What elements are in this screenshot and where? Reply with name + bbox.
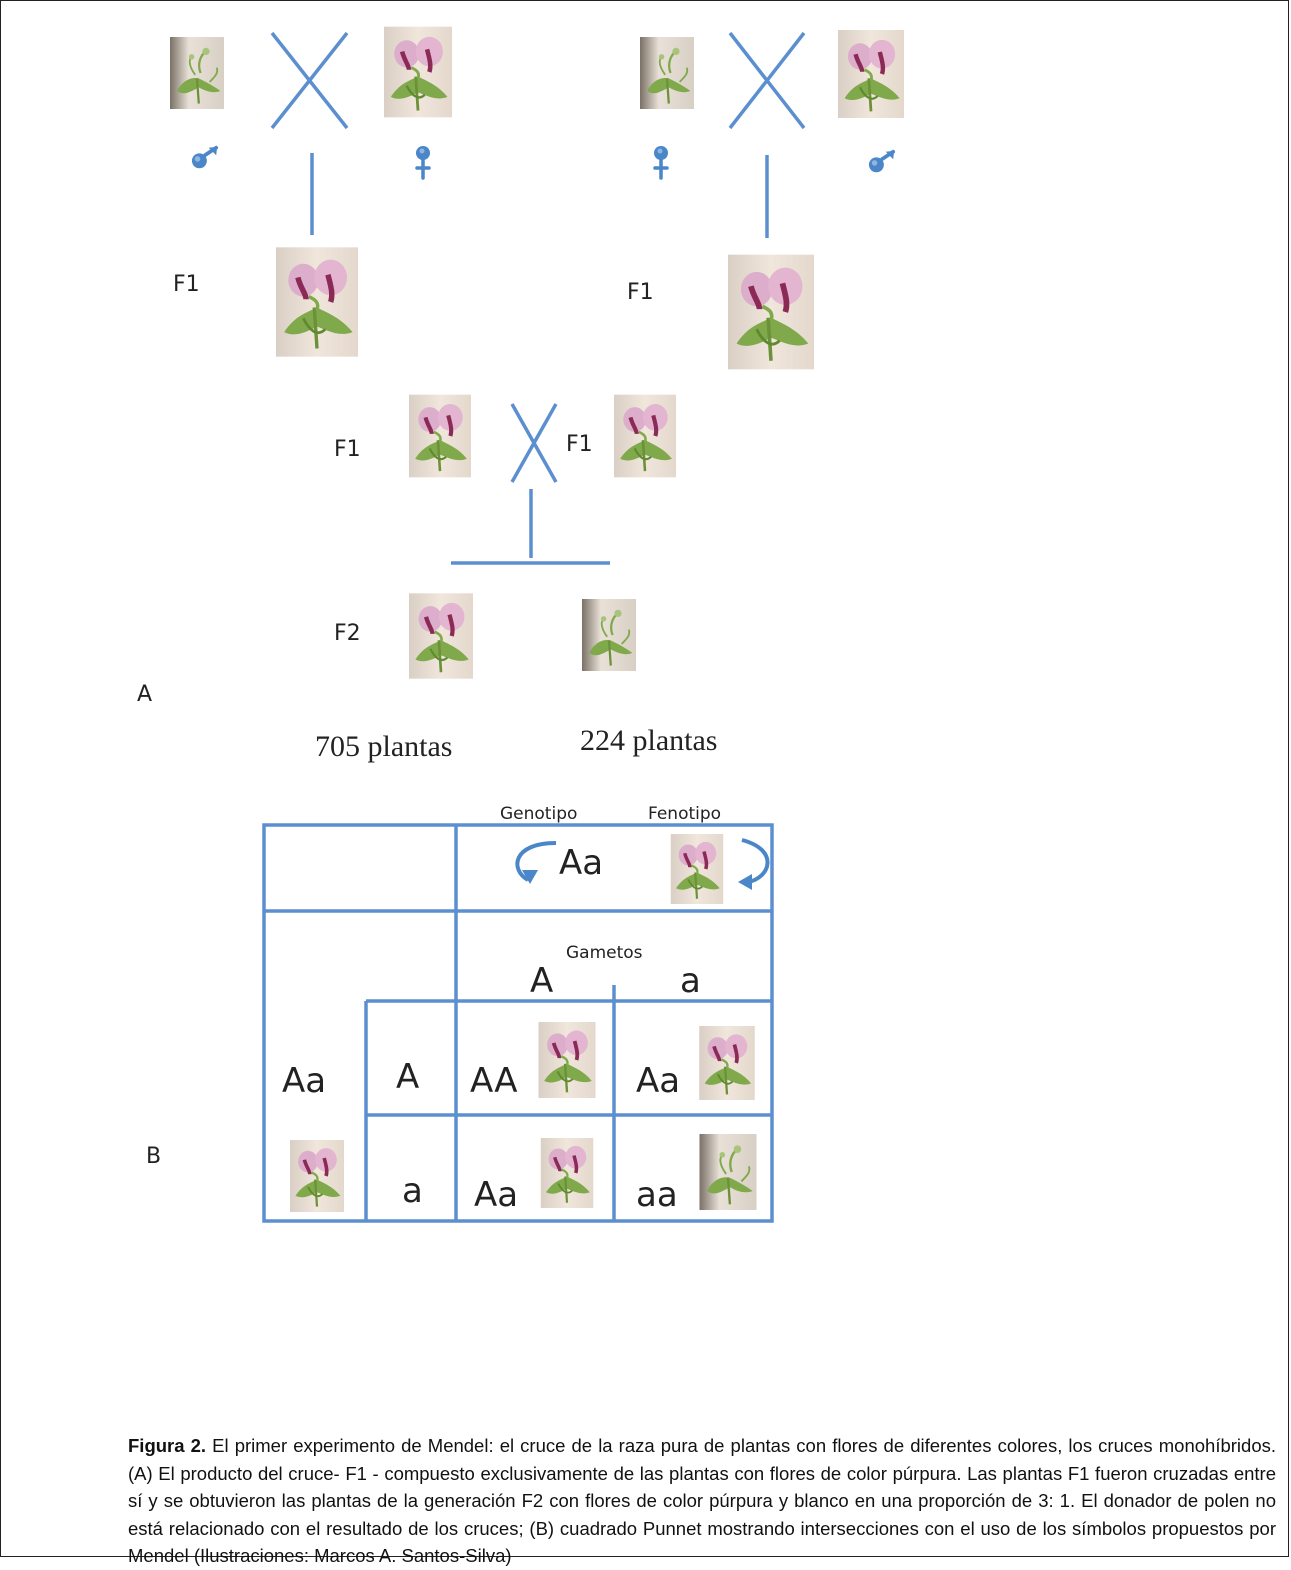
purple-flower-plant-icon	[614, 395, 676, 478]
curved-arrow-icon	[741, 838, 770, 884]
curved-arrow-icon	[515, 841, 557, 882]
purple-flower-plant-icon	[699, 1026, 755, 1100]
purple-flower-plant-icon	[838, 30, 904, 118]
male-symbol-icon	[190, 144, 220, 171]
cell-AA: AA	[470, 1061, 517, 1101]
purple-flower-plant-icon	[668, 834, 726, 904]
curved-arrow-icon	[738, 874, 752, 890]
female-symbol-icon	[414, 144, 432, 180]
purple-flower-plant-icon	[728, 255, 814, 370]
col-gamete-1: A	[530, 961, 553, 1001]
cross-symbol-icon	[510, 403, 558, 483]
caption-lead: Figura 2.	[128, 1435, 207, 1456]
cross-symbol-icon	[270, 31, 349, 130]
count-white: 224 plantas	[580, 724, 717, 757]
white-flower-plant-icon	[582, 597, 636, 673]
purple-flower-plant-icon	[384, 27, 452, 118]
white-flower-plant-icon	[698, 1134, 758, 1210]
parent-genotype: Aa	[559, 843, 603, 883]
cell-Aa-1: Aa	[636, 1061, 680, 1101]
f2-label: F2	[334, 621, 361, 646]
purple-flower-plant-icon	[290, 1140, 344, 1212]
row-gamete-2: a	[402, 1171, 423, 1211]
row-gamete-1: A	[396, 1057, 419, 1097]
count-purple: 705 plantas	[315, 730, 452, 763]
cell-aa: aa	[636, 1175, 678, 1215]
caption-text: El primer experimento de Mendel: el cruc…	[128, 1435, 1276, 1567]
row-parent-genotype: Aa	[282, 1061, 326, 1101]
purple-flower-plant-icon	[409, 593, 473, 678]
f1-label-left: F1	[173, 272, 200, 297]
f1-cross-left-label: F1	[334, 437, 361, 462]
male-symbol-icon	[867, 148, 897, 175]
female-symbol-icon	[652, 144, 670, 180]
panel-a-label: A	[137, 682, 152, 707]
f1-cross-right-label: F1	[566, 432, 593, 457]
white-flower-plant-icon	[640, 35, 694, 111]
purple-flower-plant-icon	[276, 247, 358, 356]
white-flower-plant-icon	[170, 35, 224, 111]
phenotype-label: Fenotipo	[648, 804, 721, 824]
col-gamete-2: a	[680, 961, 701, 1001]
purple-flower-plant-icon	[539, 1022, 596, 1098]
purple-flower-plant-icon	[409, 395, 471, 478]
figure-caption: Figura 2. El primer experimento de Mende…	[128, 1432, 1276, 1570]
f1-label-right: F1	[627, 280, 654, 305]
curved-arrow-icon	[522, 870, 538, 884]
cross-symbol-icon	[728, 31, 806, 130]
gametes-label: Gametos	[566, 943, 643, 963]
cell-Aa-2: Aa	[474, 1175, 518, 1215]
mendel-diagram: F1 F1 F1 F1 F2 A 705 plantas 224 plantas…	[137, 0, 1291, 1223]
genotype-label: Genotipo	[500, 804, 577, 824]
punnett-grid	[262, 823, 774, 1223]
purple-flower-plant-icon	[541, 1138, 594, 1208]
panel-b-label: B	[146, 1144, 161, 1169]
